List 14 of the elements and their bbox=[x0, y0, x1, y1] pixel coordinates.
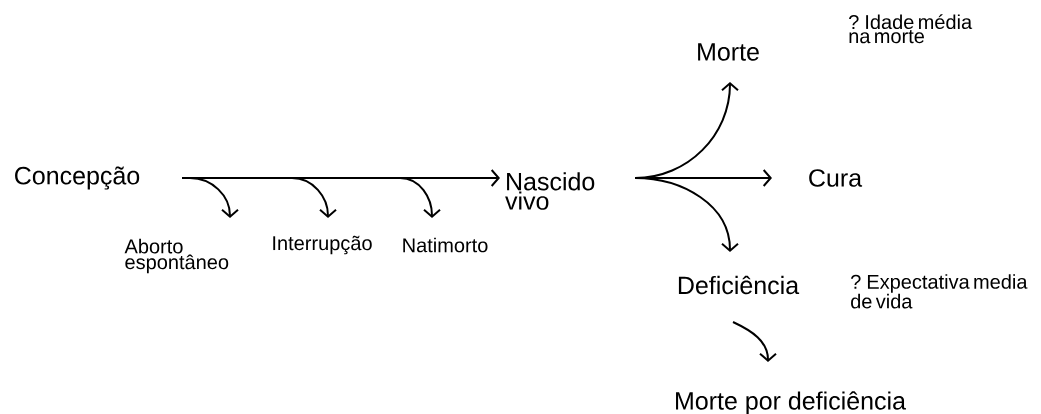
state-label: Aborto espontâneo bbox=[124, 238, 229, 274]
note-text: ? Idade média na morte bbox=[849, 14, 973, 44]
state-label: Concepção bbox=[15, 166, 140, 190]
arrow bbox=[181, 177, 441, 218]
state-label: Morte bbox=[698, 43, 759, 61]
state-label: Cura bbox=[809, 169, 863, 187]
state-label: Deficiência bbox=[678, 275, 800, 295]
state-label: Natimorto bbox=[403, 237, 488, 253]
note-text: ? Expectativa media de vida bbox=[851, 274, 1028, 309]
state-label: Morte por deficiência bbox=[676, 391, 906, 414]
state-label: Interrupção bbox=[273, 235, 372, 255]
state-label: Nascido vivo bbox=[505, 172, 595, 210]
arrow bbox=[634, 177, 739, 252]
arrow bbox=[732, 321, 777, 362]
